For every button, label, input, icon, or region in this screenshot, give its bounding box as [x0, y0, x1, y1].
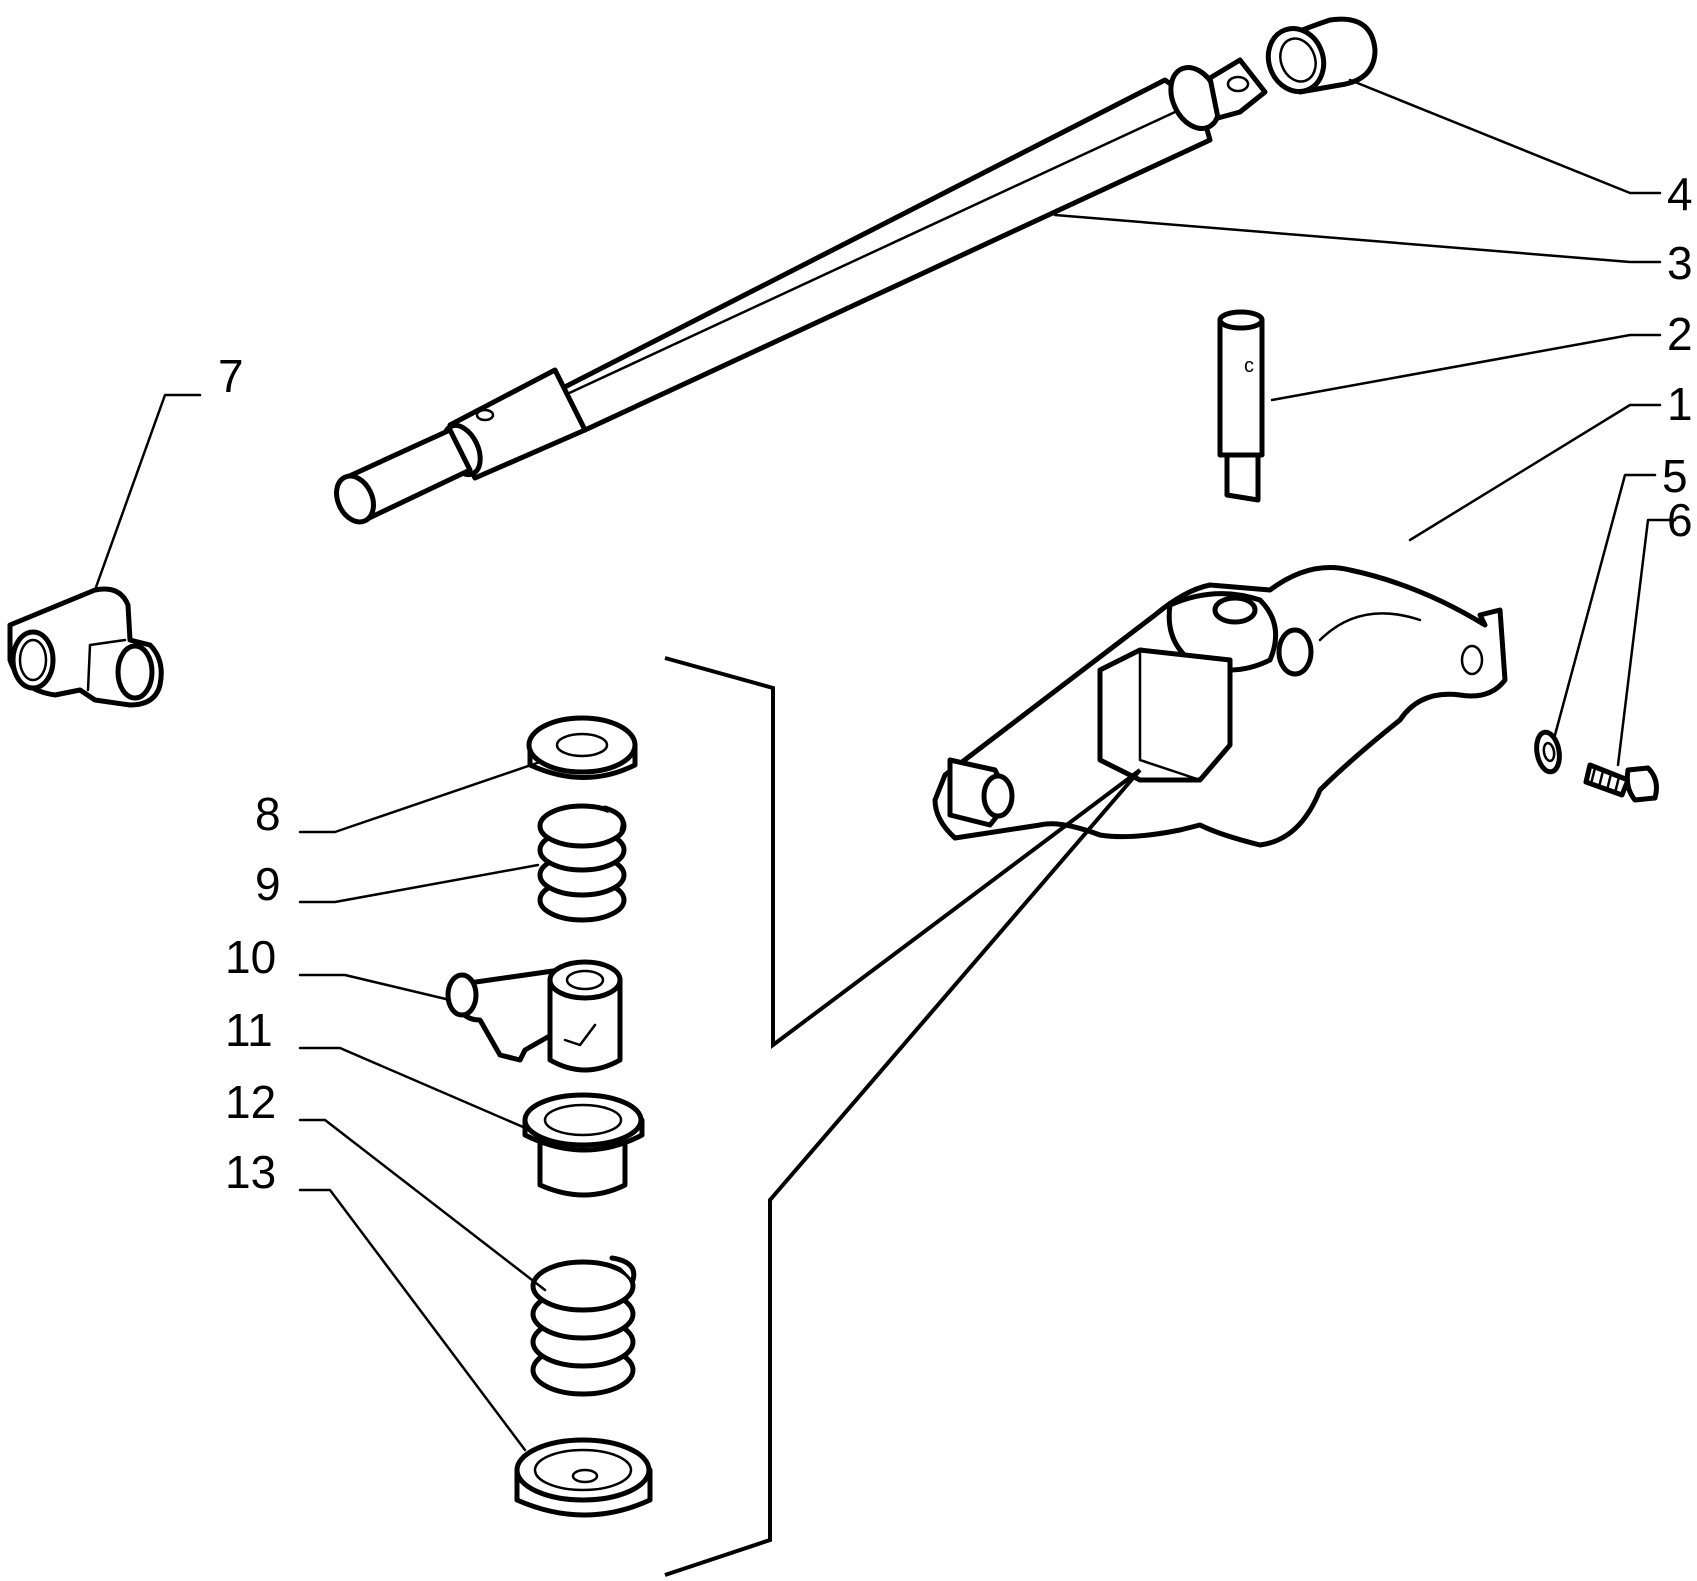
callout-12: 12: [225, 1076, 276, 1128]
callout-9: 9: [255, 858, 281, 910]
callout-5: 5: [1662, 450, 1688, 502]
leader-6: [1616, 518, 1677, 767]
callout-1: 1: [1667, 378, 1693, 430]
callout-6: 6: [1667, 494, 1693, 546]
leader-10: [298, 973, 452, 1002]
leader-2: [1270, 333, 1662, 402]
screw-part: [1583, 762, 1659, 803]
callout-13: 13: [225, 1146, 276, 1198]
yoke-joint-part: [7, 586, 164, 708]
leader-4: [1348, 78, 1662, 195]
washer-part: [1534, 729, 1562, 775]
callout-7: 7: [218, 350, 244, 402]
assembly-bracket: [664, 656, 1142, 1577]
leader-9: [298, 863, 540, 904]
leader-8: [298, 760, 542, 834]
flanged-bushing-part: [522, 1092, 645, 1198]
pin-mark-icon: c: [1244, 355, 1254, 377]
callout-3: 3: [1667, 237, 1693, 289]
gear-lever-housing-part: [932, 565, 1508, 848]
leader-3: [1053, 213, 1662, 264]
bushing-part: [1265, 16, 1378, 95]
leader-5: [1553, 473, 1657, 737]
upper-spring-part: [537, 803, 627, 923]
stack-washer-part: [526, 715, 638, 780]
leader-lines: [93, 78, 1677, 1452]
callout-2: 2: [1667, 308, 1693, 360]
callout-10: 10: [225, 931, 276, 983]
callout-4: 4: [1667, 168, 1693, 220]
selector-shaft-part: [334, 57, 1268, 525]
leader-11: [298, 1046, 532, 1132]
leader-12: [298, 1118, 547, 1292]
leader-7: [93, 393, 202, 592]
cup-part: [514, 1437, 653, 1518]
lower-spring-part: [530, 1255, 637, 1397]
callout-labels: 4 3 2 1 5 6 7 8 9 10 11 12 13: [218, 168, 1693, 1198]
selector-lever-part: [445, 959, 623, 1073]
callout-11: 11: [225, 1004, 273, 1056]
leader-13: [298, 1188, 527, 1452]
leader-1: [1408, 403, 1662, 542]
pin-part: c: [1217, 309, 1265, 503]
callout-8: 8: [255, 788, 281, 840]
